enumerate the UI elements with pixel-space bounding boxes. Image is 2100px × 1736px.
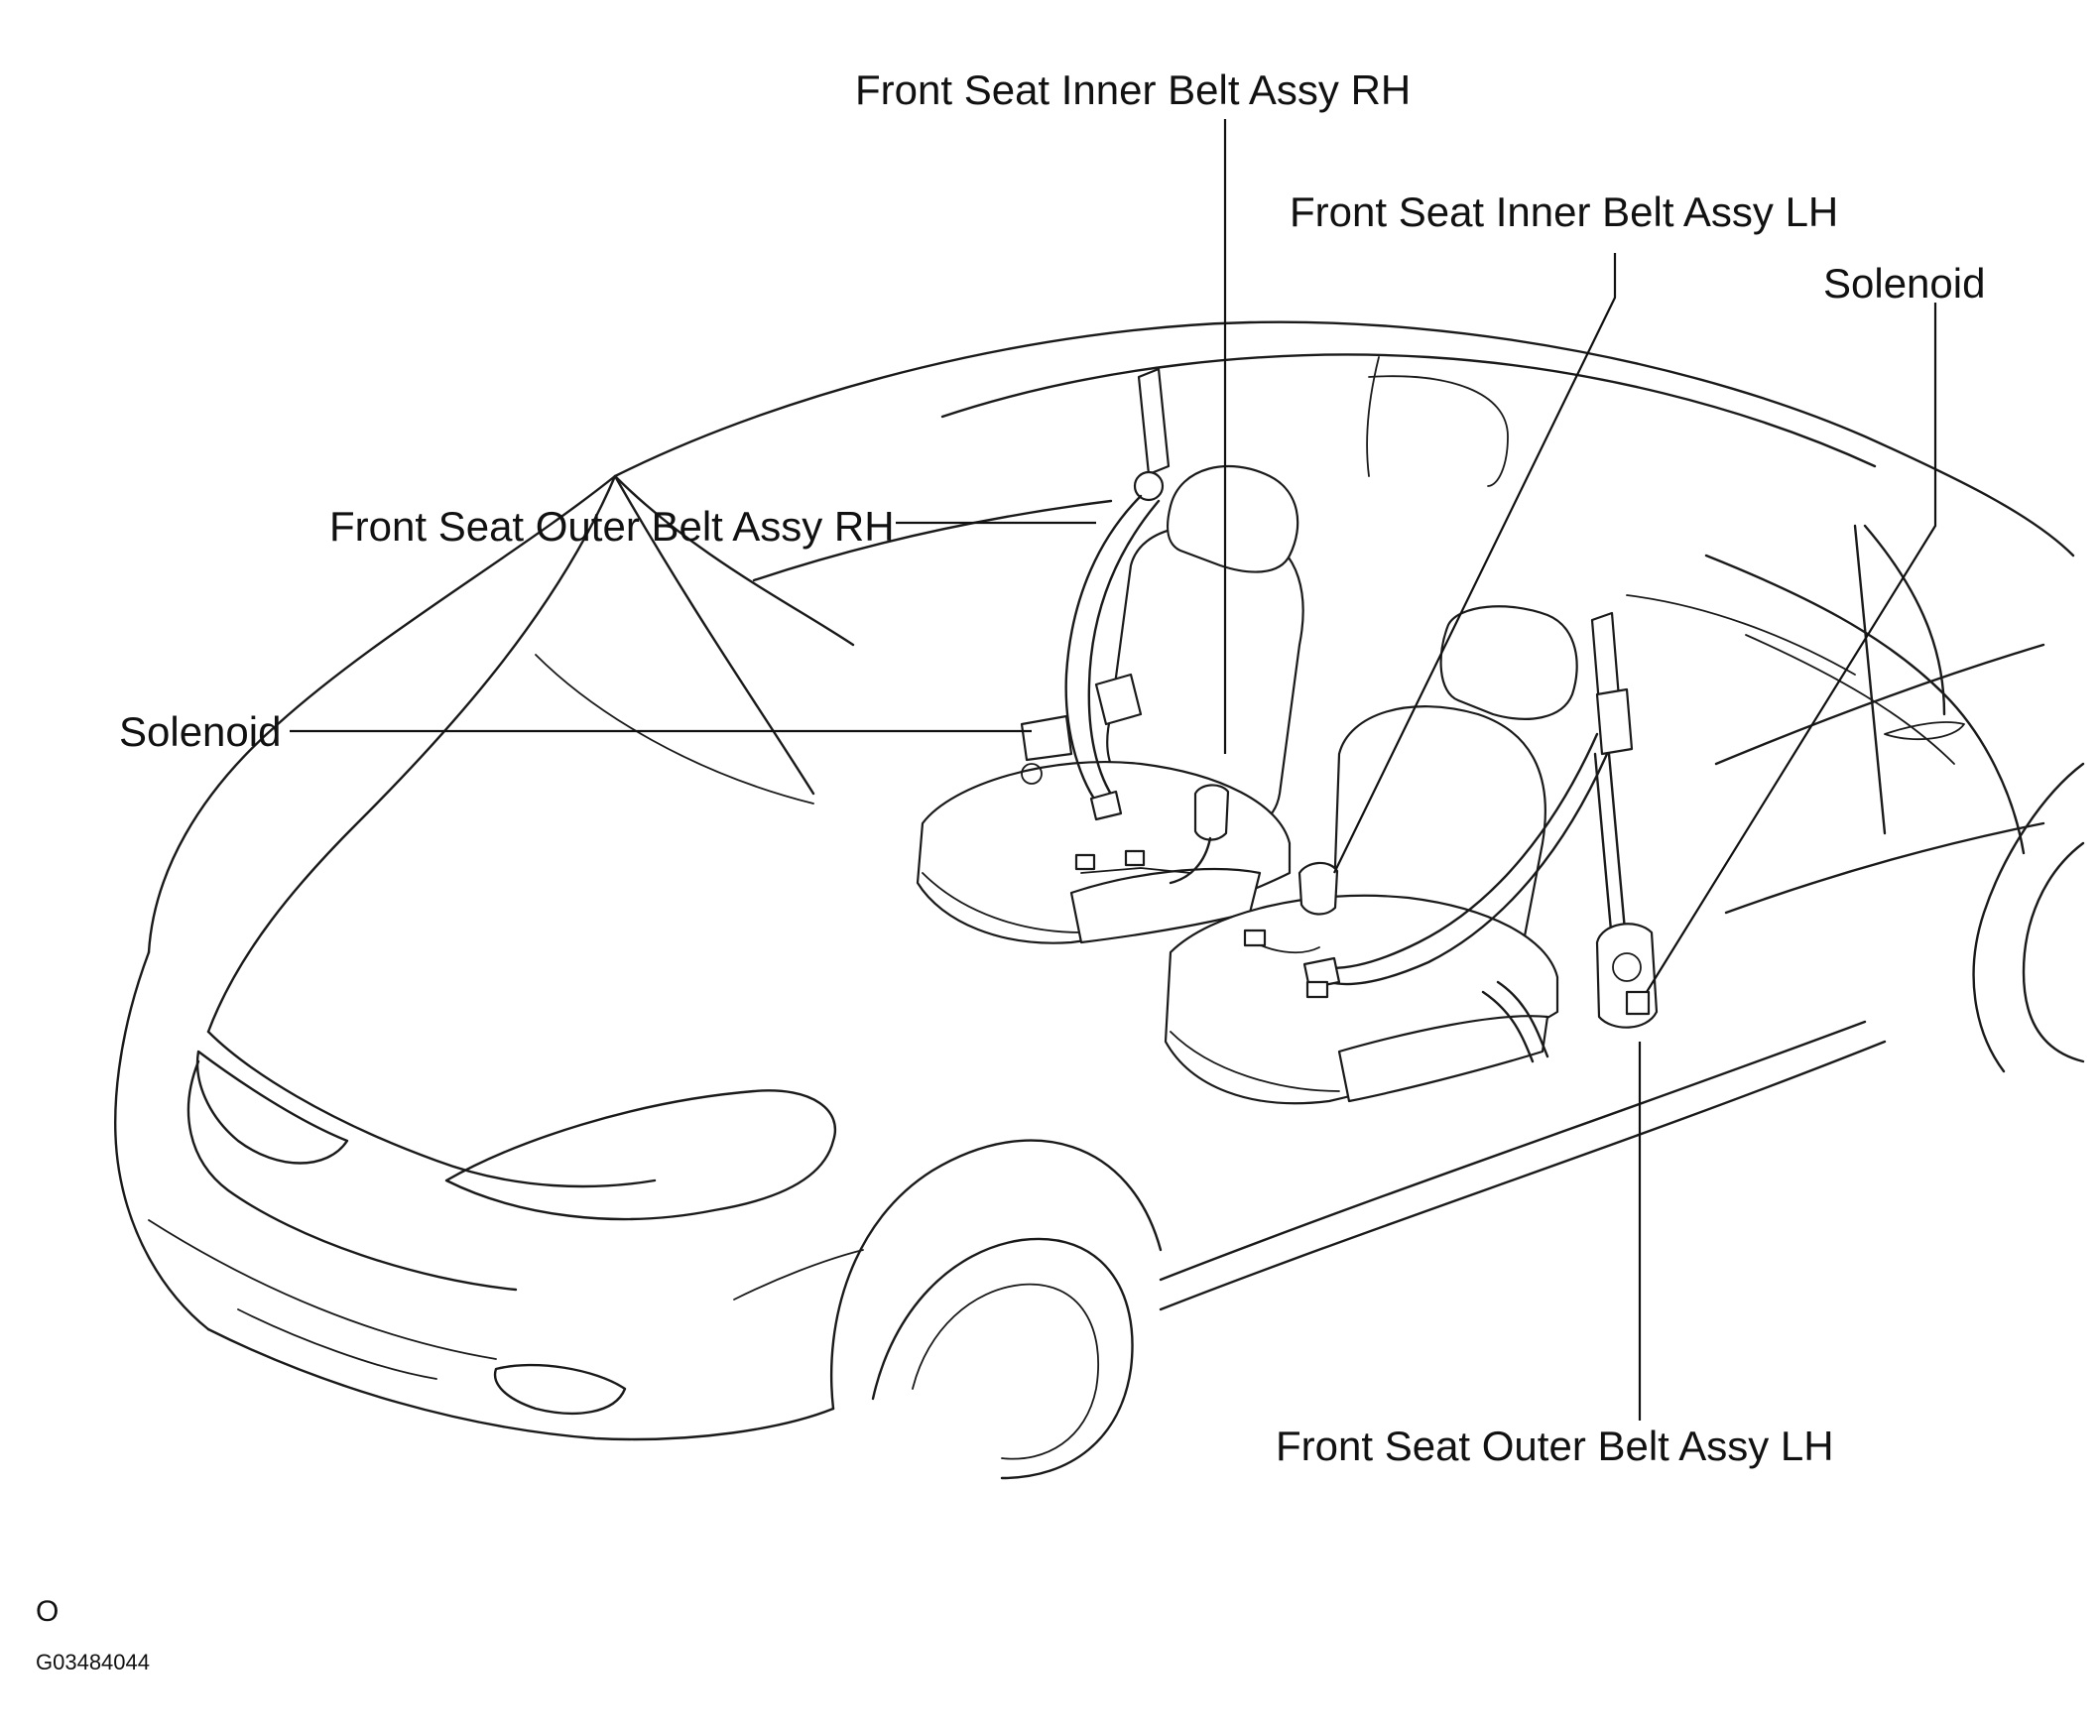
inner-belt-rh-part xyxy=(1074,784,1230,885)
footer-mark: O xyxy=(36,1595,59,1628)
label-front-seat-outer-belt-lh: Front Seat Outer Belt Assy LH xyxy=(1276,1423,1834,1469)
outer-belt-rh-part xyxy=(1064,367,1171,821)
front-seat-lh-illustration xyxy=(1164,605,1578,1105)
callout-labels: Front Seat Inner Belt Assy RH Front Seat… xyxy=(119,66,1985,1469)
solenoid-rh-part xyxy=(1020,714,1073,785)
solenoid-lh-part xyxy=(1595,923,1659,1029)
label-front-seat-inner-belt-rh: Front Seat Inner Belt Assy RH xyxy=(855,66,1411,113)
inner-belt-lh-part xyxy=(1243,861,1549,1063)
label-front-seat-outer-belt-rh: Front Seat Outer Belt Assy RH xyxy=(329,503,895,550)
outer-belt-lh-part xyxy=(1302,611,1634,990)
label-front-seat-inner-belt-lh: Front Seat Inner Belt Assy LH xyxy=(1290,188,1838,235)
leader-inner-lh xyxy=(1333,253,1617,874)
figure-footer: O G03484044 xyxy=(36,1595,150,1674)
leader-lines xyxy=(290,119,1937,1421)
label-solenoid-left: Solenoid xyxy=(119,708,281,755)
label-solenoid-right: Solenoid xyxy=(1823,260,1985,307)
leader-solenoid-right xyxy=(1646,303,1937,993)
car-body-illustration xyxy=(114,320,2085,1480)
figure-code: G03484044 xyxy=(36,1650,150,1674)
